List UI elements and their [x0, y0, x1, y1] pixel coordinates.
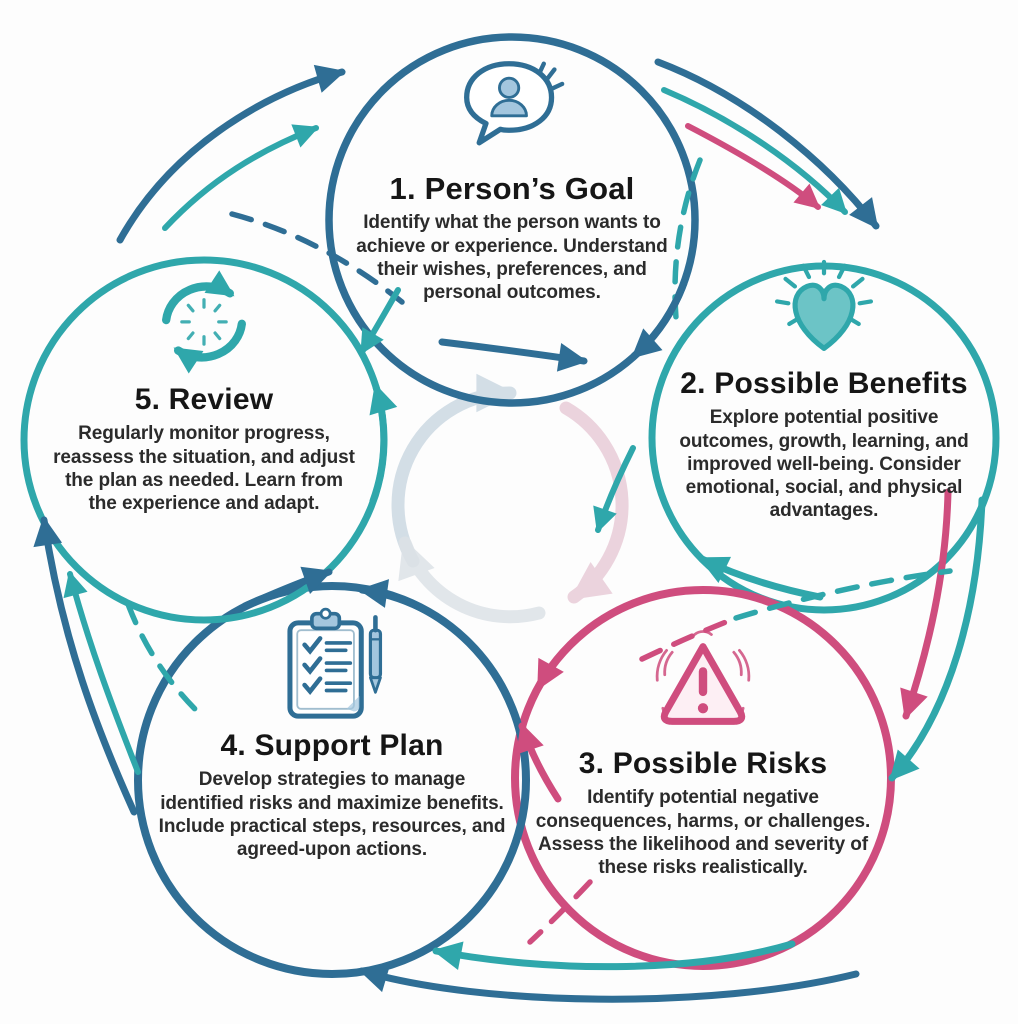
clipboard-checklist-icon — [268, 606, 396, 722]
heart-icon — [763, 256, 885, 360]
node-description-possible-benefits: Explore potential positive outcomes, gro… — [679, 407, 969, 522]
pen-icon — [368, 615, 383, 694]
cycle-arrows-watermark — [391, 373, 629, 624]
arrow-risks-to-plan — [358, 879, 860, 1003]
arrow-plan-to-review — [33, 516, 205, 816]
node-title-persons-goal: 1. Person’s Goal — [389, 171, 635, 206]
node-possible-benefits: 2. Possible Benefits Explore potential p… — [664, 256, 984, 522]
node-persons-goal: 1. Person’s Goal Identify what the perso… — [347, 56, 677, 304]
node-description-persons-goal: Identify what the person wants to achiev… — [356, 212, 668, 303]
warning-triangle-icon — [633, 628, 773, 740]
refresh-arrows-icon — [144, 266, 264, 376]
node-description-support-plan: Develop strategies to manage identified … — [158, 769, 506, 860]
node-support-plan: 4. Support Plan Develop strategies to ma… — [156, 606, 508, 861]
node-review: 5. Review Regularly monitor progress, re… — [49, 266, 359, 515]
arrow-goal-to-benefits — [654, 58, 880, 321]
node-description-review: Regularly monitor progress, reassess the… — [53, 423, 355, 514]
arrow-review-to-goal — [116, 64, 405, 305]
node-title-possible-risks: 3. Possible Risks — [578, 747, 828, 780]
ring-persons-goal — [325, 33, 699, 407]
node-title-review: 5. Review — [134, 383, 274, 416]
node-possible-risks: 3. Possible Risks Identify potential neg… — [527, 628, 879, 879]
person-speech-bubble-icon — [449, 56, 575, 164]
node-description-possible-risks: Identify potential negative consequences… — [535, 787, 871, 878]
junction-arrows — [241, 279, 824, 803]
node-title-possible-benefits: 2. Possible Benefits — [680, 367, 968, 400]
arrow-benefits-to-risks — [639, 488, 986, 782]
node-title-support-plan: 4. Support Plan — [220, 729, 444, 762]
